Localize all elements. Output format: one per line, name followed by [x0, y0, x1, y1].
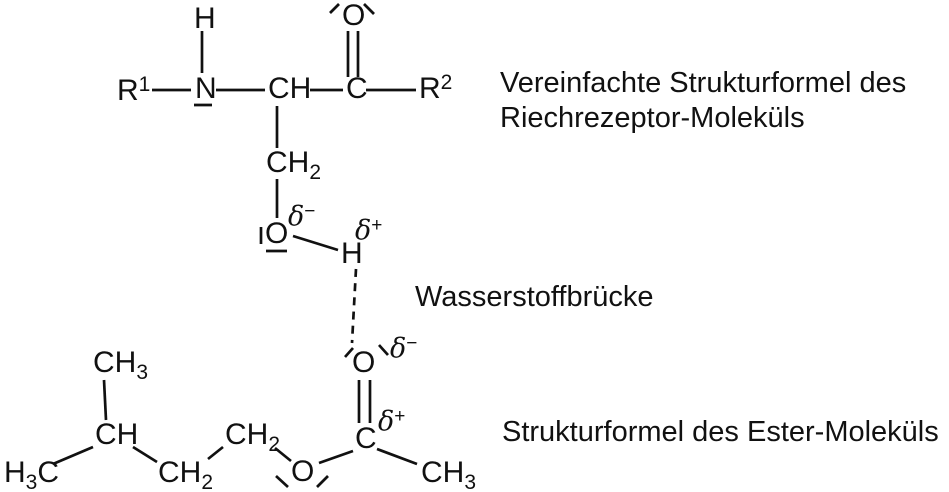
receptor-delta-minus-charge: δ−: [288, 202, 315, 230]
h3c-subscript: 3: [25, 471, 38, 492]
r2-superscript: 2: [440, 71, 453, 94]
lone-pair-ester-o-right-tick: [316, 475, 329, 488]
bond-ester-c-o: [318, 449, 354, 465]
ester-carbonyl-o-label: O: [352, 346, 376, 379]
receptor-caption-line1: Vereinfachte Strukturformel des: [500, 67, 907, 99]
receptor-hydroxyl-h-label: H: [341, 237, 363, 270]
receptor-carbonyl-c-label: C: [346, 72, 368, 105]
minus-sign: −: [304, 201, 316, 222]
plus-sign: +: [371, 215, 383, 236]
r2-base: R: [419, 72, 441, 105]
ch2a-subscript: 2: [201, 471, 214, 492]
ch2b-base: CH: [225, 418, 269, 451]
receptor-side-ch2-label: CH2: [266, 146, 322, 184]
ch2-subscript: 2: [309, 161, 322, 184]
delta-symbol: δ: [390, 333, 407, 364]
ester-o-label: O: [291, 455, 315, 488]
ch3-base: CH: [93, 346, 137, 379]
bond-branch-ch3-ch: [102, 379, 108, 421]
receptor-delta-plus-charge: δ+: [355, 216, 382, 244]
receptor-alpha-ch-label: CH: [268, 72, 312, 105]
hydrogen-bond-caption: Wasserstoffbrücke: [415, 281, 654, 313]
receptor-r1-label: R1: [117, 74, 150, 106]
delta-symbol: δ: [288, 201, 305, 232]
receptor-caption-line2: Riechrezeptor-Moleküls: [500, 102, 805, 134]
h3c-c: C: [37, 456, 60, 489]
ester-delta-minus-charge: δ−: [390, 334, 417, 362]
receptor-n-label: N: [195, 72, 217, 105]
receptor-r2-label: R2: [419, 72, 452, 104]
ester-branch-ch3-label: CH3: [93, 346, 149, 384]
receptor-carbonyl-o-label: O: [342, 0, 366, 32]
bond-ester-c-ch3: [376, 447, 418, 466]
ester-acetyl-ch3-label: CH3: [421, 458, 476, 492]
plus-sign: +: [394, 406, 406, 427]
ch2b-subscript: 2: [268, 433, 281, 456]
ch3-subscript: 3: [464, 471, 477, 492]
bonds-group: [52, 3, 418, 488]
bond-ch2a-ch2b: [207, 445, 224, 461]
ch2-base: CH: [266, 146, 310, 179]
ester-delta-plus-charge: δ+: [378, 407, 405, 435]
receptor-hydroxyl-o-label: O: [265, 217, 289, 250]
lone-pair-ester-carbonyl-o-right-tick: [377, 344, 390, 356]
ester-chain-ch2b-label: CH2: [225, 418, 281, 456]
ch3-base: CH: [421, 456, 465, 489]
bond-o-h: [292, 234, 339, 252]
hydrogen-bond-dashed-line: [350, 268, 358, 344]
delta-symbol: δ: [355, 215, 372, 246]
ester-branch-ch-label: CH: [95, 418, 139, 451]
h3c-h: H: [4, 456, 26, 489]
ch2a-base: CH: [158, 456, 202, 489]
delta-symbol: δ: [378, 406, 395, 437]
bond-ch2b-ester-o: [274, 446, 292, 463]
ch3-subscript: 3: [136, 361, 149, 384]
lone-pair-carbonyl-o-right-tick: [363, 3, 375, 15]
ester-chain-ch2a-label: CH2: [158, 458, 213, 492]
bond-h3c-ch: [52, 445, 94, 466]
r1-superscript: 1: [138, 73, 151, 96]
lone-pair-carbonyl-o-left-tick: [329, 3, 340, 14]
ester-caption: Strukturformel des Ester-Moleküls: [502, 416, 939, 448]
bond-ch-ch2a: [132, 445, 158, 464]
lone-pair-ester-carbonyl-o-left-tick: [343, 347, 355, 358]
lone-pair-ester-o-left-tick: [275, 475, 289, 488]
minus-sign: −: [406, 333, 418, 354]
r1-base: R: [117, 74, 139, 107]
ester-carbonyl-c-label: C: [355, 422, 377, 455]
receptor-amine-h-label: H: [194, 2, 216, 35]
ester-h3c-label: H3C: [4, 458, 59, 492]
